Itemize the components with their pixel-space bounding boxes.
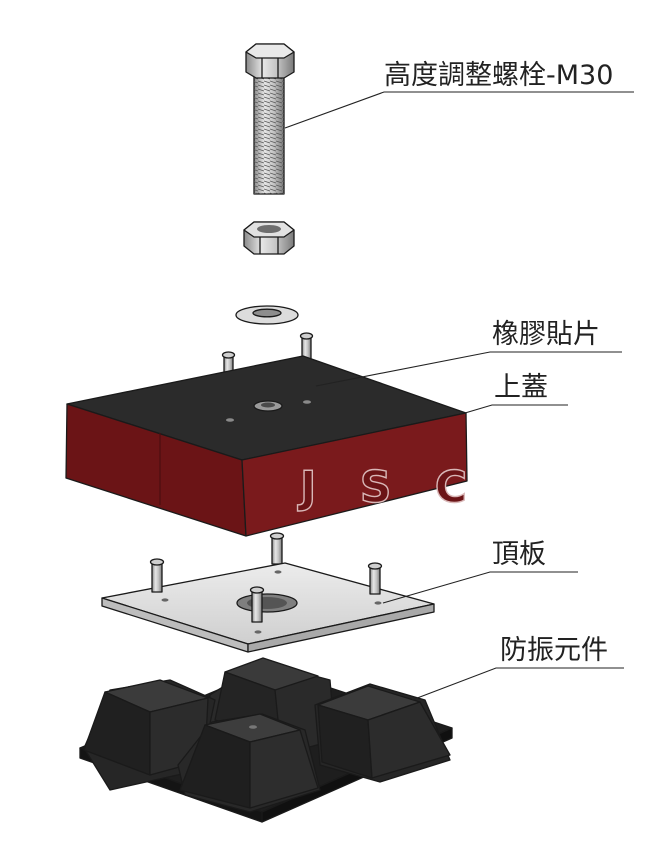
leader-top-plate <box>382 571 578 604</box>
plate-stud-right <box>367 562 383 595</box>
rubber-foot-right <box>314 683 451 783</box>
label-top-plate: 頂板 <box>492 539 546 570</box>
label-top-cover: 上蓋 <box>494 372 548 403</box>
label-anti-vibration-element: 防振元件 <box>500 635 608 666</box>
label-rubber-pad: 橡膠貼片 <box>492 319 600 350</box>
top-cover: J S C <box>65 332 481 537</box>
leader-rubber-pad <box>315 351 622 387</box>
height-adjusting-bolt <box>245 43 295 195</box>
leader-top-cover <box>464 404 568 414</box>
cover-stud-left <box>221 351 236 382</box>
top-plate <box>101 532 435 653</box>
plate-stud-back <box>269 532 285 565</box>
leader-damper <box>411 667 624 701</box>
hex-nut <box>243 221 295 255</box>
plate-stud-left <box>149 558 165 593</box>
brand-emboss: J S C <box>297 462 481 513</box>
label-height-adjusting-bolt: 高度調整螺栓-M30 <box>384 60 613 91</box>
flat-washer <box>235 305 299 325</box>
anti-vibration-element <box>79 657 453 823</box>
rubber-foot-front <box>177 713 321 813</box>
leader-bolt <box>284 91 634 129</box>
plate-stud-front <box>249 586 265 623</box>
